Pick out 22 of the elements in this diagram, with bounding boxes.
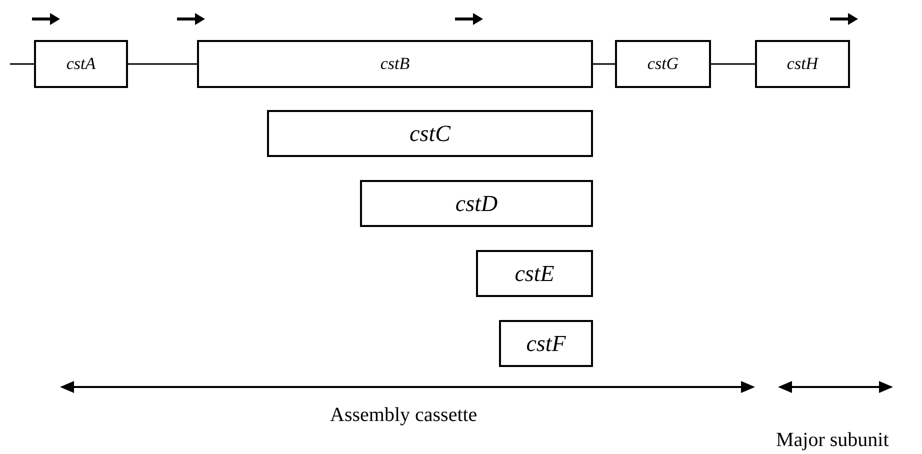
gene-name: cstH xyxy=(786,54,818,74)
gene-name: cstF xyxy=(526,330,566,356)
gene-name: cstA xyxy=(66,54,96,74)
gene-box xyxy=(755,40,850,88)
gene-box xyxy=(34,40,128,88)
gene-name: cstG xyxy=(647,54,679,74)
region-label: Major subunit xyxy=(776,429,889,452)
gene-box xyxy=(499,320,593,367)
gene-spacer-line xyxy=(711,63,755,65)
gene-box xyxy=(267,110,593,157)
gene-box xyxy=(476,250,593,297)
gene-spacer-line xyxy=(10,63,34,65)
gene-box xyxy=(197,40,593,88)
gene-name: cstC xyxy=(410,120,450,146)
gene-name: cstE xyxy=(514,260,554,286)
gene-box xyxy=(615,40,711,88)
gene-spacer-line xyxy=(128,63,197,65)
gene-name: cstB xyxy=(380,54,410,74)
gene-box xyxy=(360,180,593,227)
gene-spacer-line xyxy=(593,63,615,65)
gene-name: cstD xyxy=(455,190,498,216)
region-label: Assembly cassette xyxy=(330,404,478,427)
